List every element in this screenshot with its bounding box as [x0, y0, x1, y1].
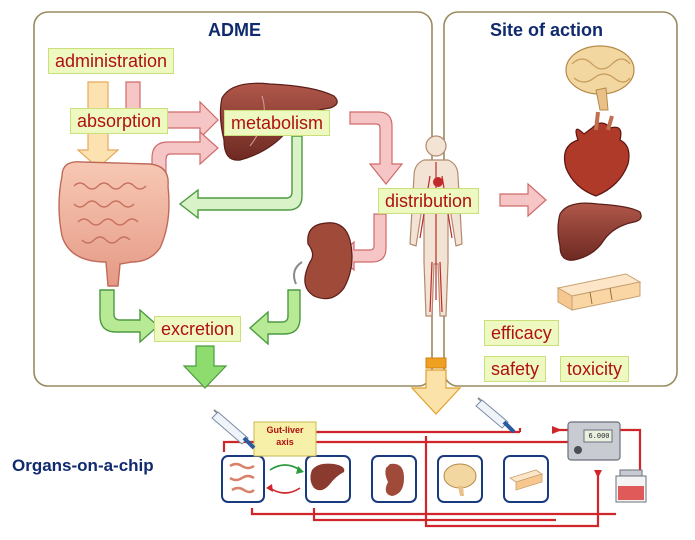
- toxicity-label: toxicity: [560, 356, 630, 382]
- distribution-to-site-arrow: [499, 182, 547, 218]
- chip-well-gut: [221, 455, 265, 503]
- excretion-out-arrow: [182, 345, 228, 389]
- gut-liver-axis-label: Gut-liver axis: [254, 424, 316, 448]
- metabolism-label: metabolism: [224, 110, 331, 136]
- brain-icon: [565, 45, 635, 111]
- chip-well-skin: [503, 455, 549, 503]
- excretion-label: excretion: [154, 316, 242, 342]
- metabolism-to-distribution-arrow: [349, 111, 404, 185]
- chip-well-kidney: [371, 455, 417, 503]
- absorption-label: absorption: [70, 108, 169, 134]
- gut-to-metabolism-arrow: [151, 130, 219, 187]
- gut-liver-axis-box: [253, 421, 317, 457]
- adme-title: ADME: [208, 20, 261, 40]
- chip-well-brain: [437, 455, 483, 503]
- organs-on-a-chip-title: Organs-on-a-chip: [12, 456, 154, 475]
- site-liver-icon: [557, 202, 642, 261]
- efficacy-label: efficacy: [484, 320, 559, 346]
- heart-icon: [563, 111, 630, 197]
- kidney-icon: [293, 222, 353, 300]
- gut-to-excretion-arrow: [99, 289, 160, 344]
- pump-device-icon: [567, 421, 621, 461]
- chip-circuit-arrows: [552, 426, 602, 478]
- gut-liver-axis-line2: axis: [276, 437, 294, 447]
- safety-label: safety: [484, 356, 547, 382]
- gut-liver-exchange-arrows: [266, 464, 304, 494]
- distribution-label: distribution: [378, 188, 480, 214]
- pump-display-value: 6.000: [588, 432, 610, 440]
- syringe-left-icon: [211, 409, 256, 450]
- skin-icon: [556, 273, 642, 311]
- liver-to-gut-arrow: [178, 135, 303, 220]
- reservoir-bottle-icon: [615, 469, 647, 503]
- chip-well-liver: [305, 455, 351, 503]
- kidney-to-excretion-arrow: [248, 289, 301, 346]
- intestine-icon: [58, 161, 170, 287]
- administration-label: administration: [48, 48, 175, 74]
- to-chip-arrow: [410, 357, 462, 415]
- gut-liver-axis-line1: Gut-liver: [266, 425, 304, 435]
- syringe-right-icon: [475, 397, 516, 434]
- site-of-action-title: Site of action: [490, 20, 604, 40]
